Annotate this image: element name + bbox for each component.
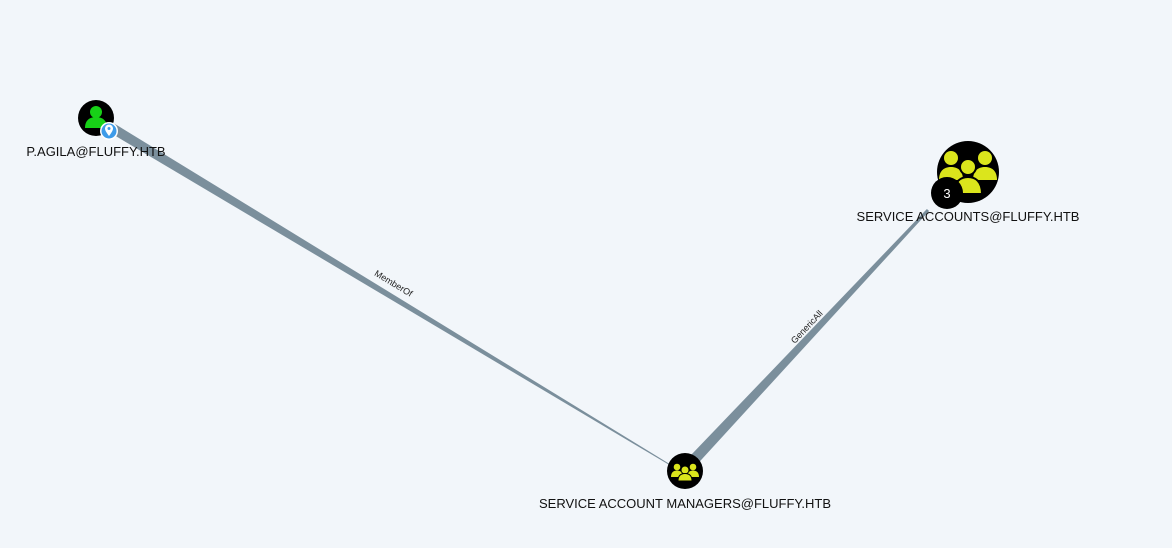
edge-memberof[interactable]: MemberOf: [109, 123, 673, 467]
edge-genericall[interactable]: GenericAll: [685, 208, 930, 468]
node-p-agila[interactable]: P.AGILA@FLUFFY.HTB: [26, 100, 166, 159]
node-p-agila-label: P.AGILA@FLUFFY.HTB: [26, 144, 165, 159]
edge-memberof-label: MemberOf: [373, 268, 415, 299]
map-pin-icon: [100, 122, 118, 140]
node-service-accounts-label: SERVICE ACCOUNTS@FLUFFY.HTB: [857, 209, 1080, 224]
edge-genericall-line[interactable]: [685, 208, 930, 468]
count-badge-text: 3: [943, 186, 950, 201]
node-service-accounts[interactable]: 3 SERVICE ACCOUNTS@FLUFFY.HTB: [857, 141, 1080, 224]
group-icon: [671, 463, 699, 482]
node-service-account-managers[interactable]: SERVICE ACCOUNT MANAGERS@FLUFFY.HTB: [539, 453, 831, 511]
node-service-account-managers-label: SERVICE ACCOUNT MANAGERS@FLUFFY.HTB: [539, 496, 831, 511]
edge-memberof-line[interactable]: [109, 123, 673, 467]
user-icon: [85, 106, 107, 128]
count-badge: 3: [931, 177, 963, 209]
